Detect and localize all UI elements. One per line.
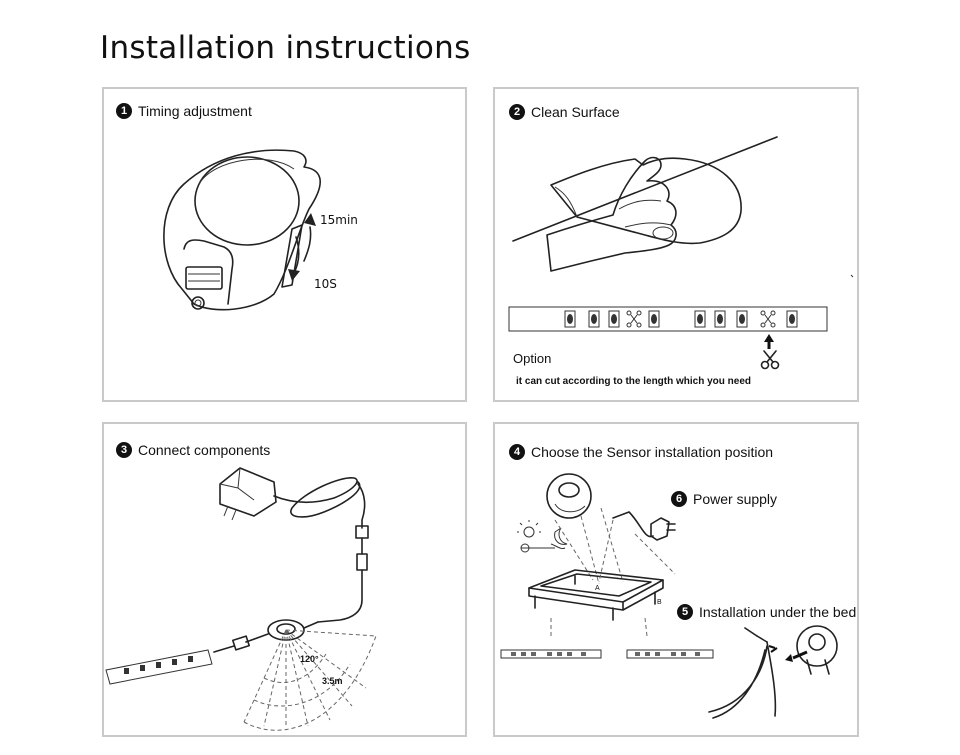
page-title: Installation instructions (100, 30, 471, 66)
cut-note: it can cut according to the length which… (516, 376, 752, 387)
step-number-badge: 1 (116, 103, 132, 119)
step-3-heading: 3 Connect components (116, 442, 270, 458)
step-5-heading: 5 Installation under the bed (677, 604, 856, 620)
cleaning-hand-illustration (508, 136, 854, 370)
step-label: Installation under the bed (699, 604, 857, 620)
timer-down-label: 10S (314, 277, 337, 291)
step-number-badge: 6 (671, 491, 687, 507)
step-label: Choose the Sensor installation position (531, 444, 774, 460)
step-number-badge: 3 (116, 442, 132, 458)
step-label: Clean Surface (531, 104, 620, 120)
step-label: Power supply (693, 491, 778, 507)
sensor-timer-illustration (163, 149, 321, 311)
step-2-heading: 2 Clean Surface (509, 104, 620, 120)
panel-clean-surface: 2 Clean Surface (493, 87, 859, 402)
step-number-badge: 5 (677, 604, 693, 620)
bed-installation-diagram: A B (500, 473, 838, 719)
step-number-badge: 4 (509, 444, 525, 460)
panel-connect-components: 3 Connect components 120° 3.5 (102, 422, 467, 737)
angle-label: 120° (300, 654, 319, 664)
timer-up-label: 15min (320, 213, 358, 227)
step-label: Connect components (138, 442, 271, 458)
step-number-badge: 2 (509, 104, 525, 120)
step-4-heading: 4 Choose the Sensor installation positio… (509, 444, 773, 460)
marker-a: A (595, 585, 600, 592)
distance-label: 3.5m (322, 676, 343, 686)
marker-b: B (657, 599, 662, 606)
wiring-diagram (105, 467, 377, 731)
step-6-heading: 6 Power supply (671, 491, 777, 507)
panel-sensor-position: 4 Choose the Sensor installation positio… (493, 422, 859, 737)
panel-timing-adjustment: 1 Timing adjustment 15min 10S (102, 87, 467, 402)
option-label: Option (513, 351, 552, 366)
step-label: Timing adjustment (138, 103, 252, 119)
step-1-heading: 1 Timing adjustment (116, 103, 252, 119)
